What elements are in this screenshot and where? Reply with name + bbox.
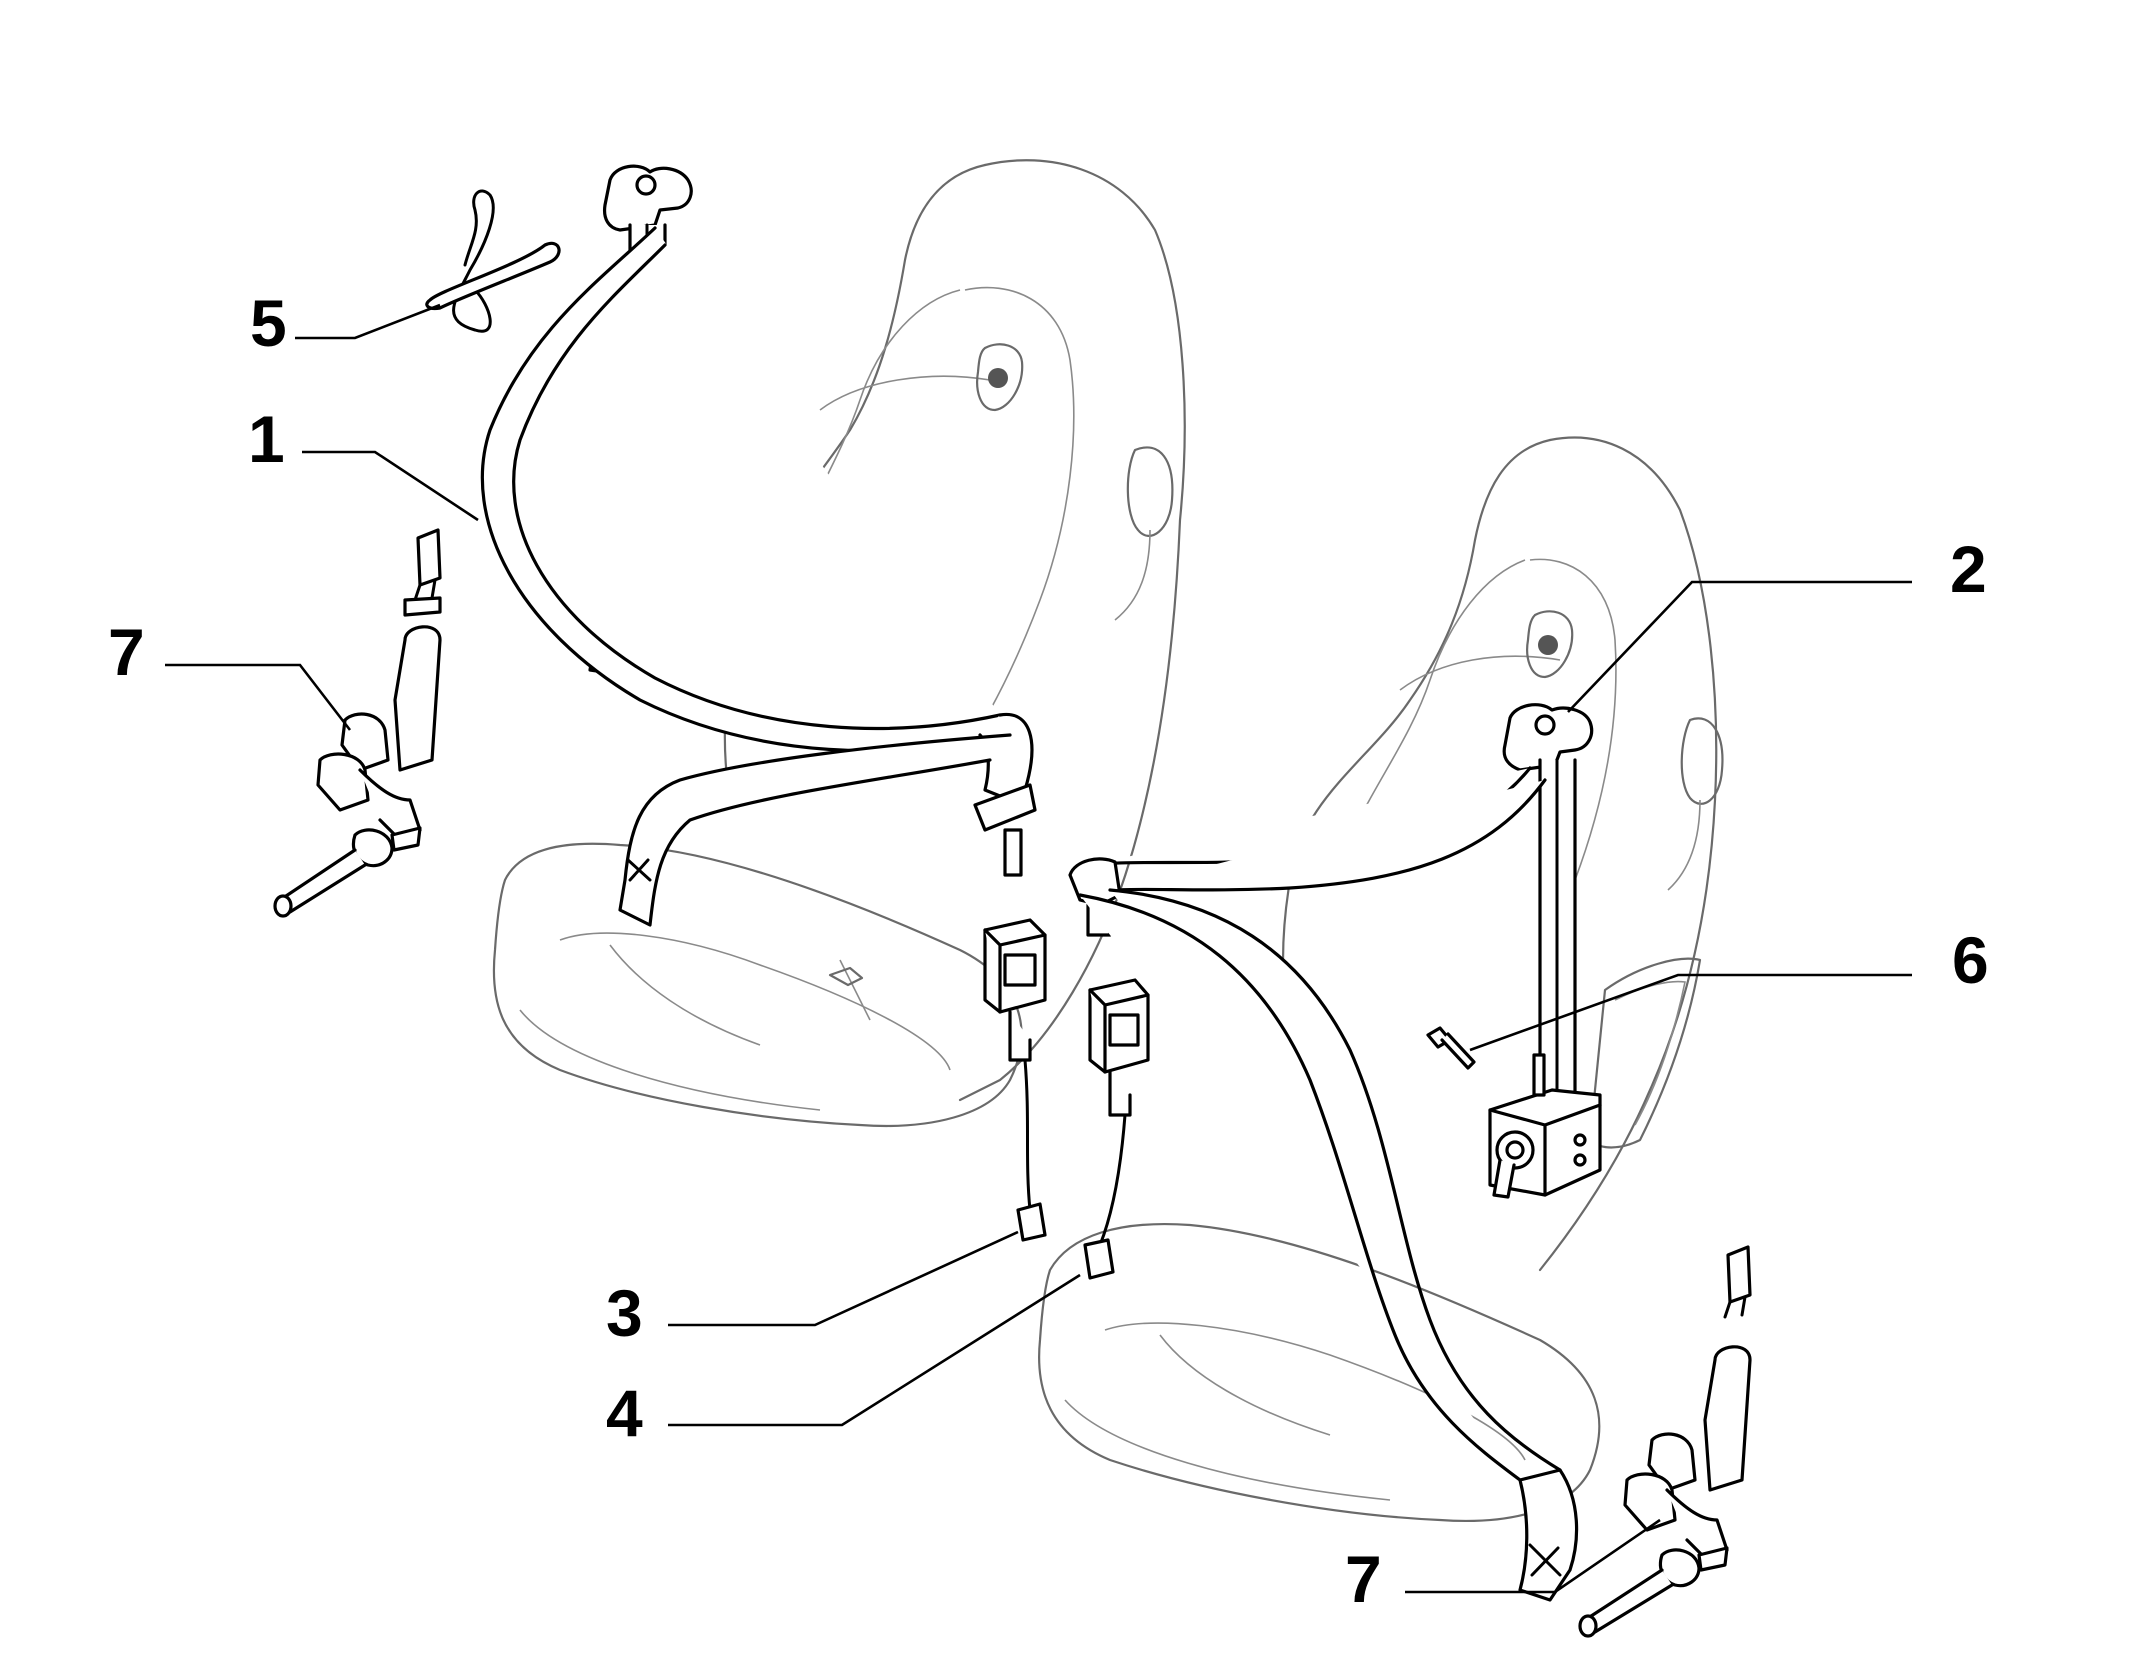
- bolt: [1426, 1026, 1476, 1070]
- callout-1: 1: [248, 402, 285, 476]
- badge-icon: [1526, 610, 1574, 679]
- leader-2: [1567, 580, 1912, 713]
- buckle-right: [1083, 978, 1150, 1280]
- badge-icon: [976, 343, 1024, 412]
- leader-5: [295, 303, 441, 340]
- leader-6: [1469, 973, 1912, 1052]
- anchor-right: [1578, 1245, 1752, 1638]
- callout-6: 6: [1952, 923, 1989, 997]
- callout-4: 4: [606, 1376, 643, 1450]
- leader-7a: [165, 663, 352, 731]
- anchor-left: [273, 528, 442, 918]
- callout-3: 3: [606, 1276, 643, 1350]
- left-seat: [492, 159, 1186, 1128]
- leader-3: [668, 1230, 1019, 1327]
- leader-4: [668, 1273, 1081, 1427]
- clip: [425, 189, 561, 333]
- callout-7a: 7: [108, 615, 145, 689]
- seat-belt-right: [1068, 703, 1602, 1602]
- leader-1: [302, 450, 479, 522]
- callout-numbers: 1 2 3 4 5 6 7 7: [108, 286, 1989, 1616]
- leader-7b: [1405, 1518, 1661, 1594]
- callout-5: 5: [250, 286, 287, 360]
- callout-7b: 7: [1345, 1542, 1382, 1616]
- callout-2: 2: [1950, 532, 1987, 606]
- buckle-left: [983, 918, 1047, 1242]
- seat-belt-left: [480, 164, 1037, 927]
- right-seat: [1038, 436, 1724, 1523]
- leader-lines: [165, 303, 1912, 1594]
